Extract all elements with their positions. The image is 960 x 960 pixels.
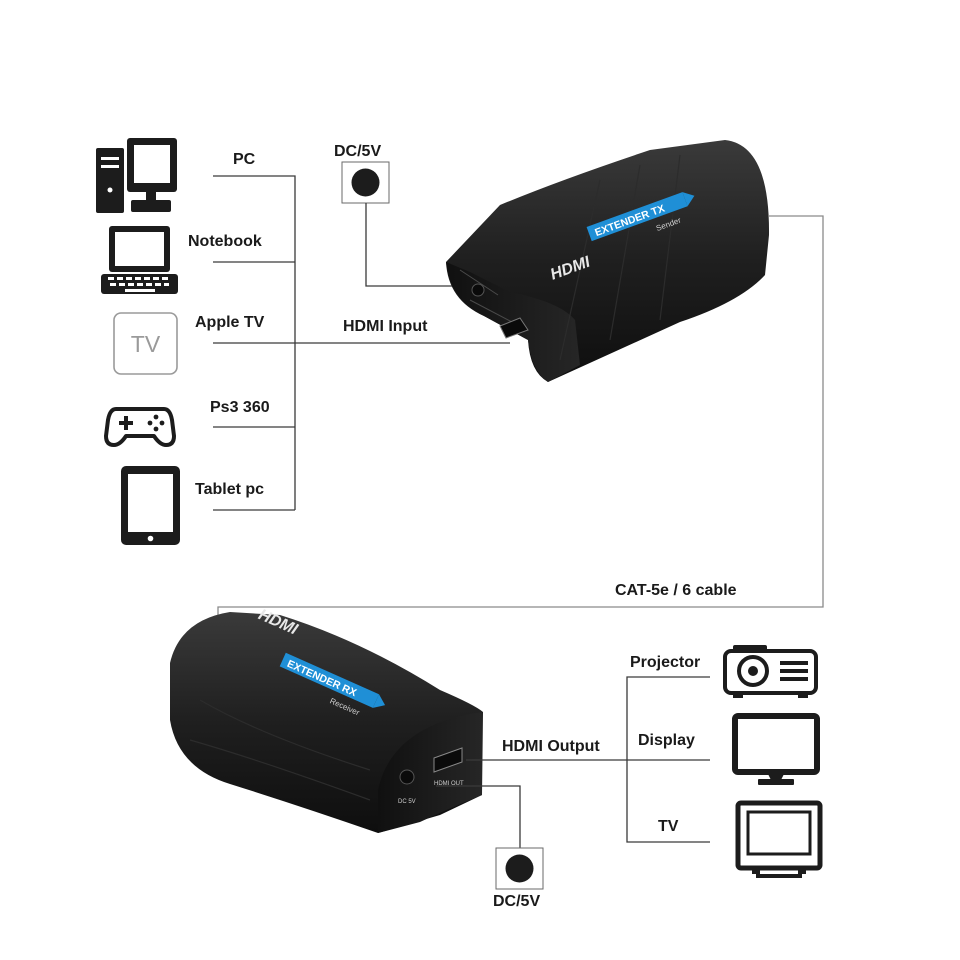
cat-cable-label: CAT-5e / 6 cable [615,582,737,599]
display-icon [732,713,820,785]
receiver-dc-label: DC/5V [493,893,540,910]
receiver-dc-line [436,785,521,848]
sender-dc-icon [341,161,390,204]
apple-tv-label: Apple TV [195,314,265,331]
tv-icon [735,800,823,878]
receiver-port-hdmi-text: HDMI OUT [434,781,464,787]
apple-tv-icon: TV [113,312,178,375]
receiver-dc-icon [495,847,544,890]
hdmi-output-label: HDMI Output [502,738,600,755]
source-bus-lines [213,175,510,511]
projector-icon [723,645,818,698]
display-label: Display [638,732,695,749]
sender-dc-line [365,203,470,287]
notebook-icon [101,226,178,294]
receiver-unit: DC 5V HDMI OUT HDMI EXTENDER RX Receiver [170,606,483,833]
ps3-label: Ps3 360 [210,399,270,416]
tv-label: TV [658,818,679,835]
sender-unit: HDMI EXTENDER TX Sender [446,140,770,382]
pc-icon [96,138,177,213]
gamepad-icon [104,407,176,447]
projector-label: Projector [630,654,700,671]
tablet-label: Tablet pc [195,481,264,498]
apple-tv-icon-text: TV [131,331,161,357]
sender-dc-label: DC/5V [334,143,381,160]
cat-cable-line [217,215,824,620]
output-bus-lines [466,676,710,843]
pc-label: PC [233,151,256,168]
hdmi-input-label: HDMI Input [343,318,428,335]
tablet-icon [121,466,180,545]
notebook-label: Notebook [188,233,262,250]
receiver-port-dc-text: DC 5V [398,799,416,805]
